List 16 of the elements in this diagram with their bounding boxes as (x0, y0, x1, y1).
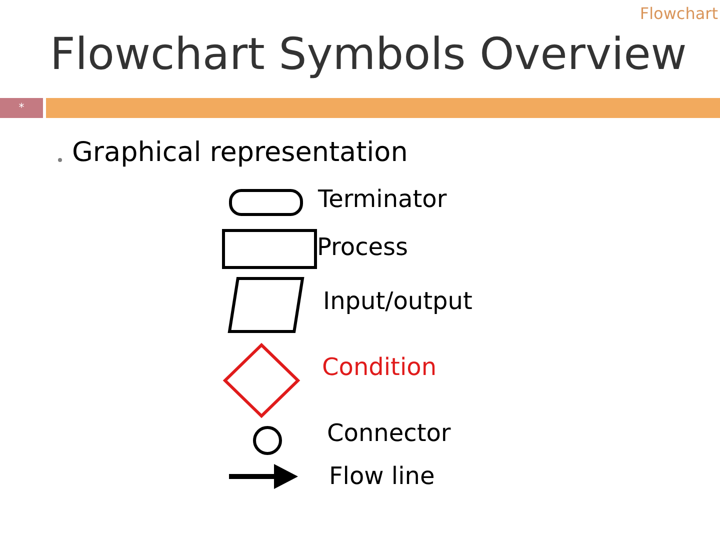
flow-line-arrow (229, 464, 298, 489)
process-box (222, 229, 317, 269)
terminator-shape (229, 189, 303, 216)
symbol-label: Input/output (323, 287, 472, 316)
header-text: Flowchart (640, 4, 718, 24)
symbol-label: Flow line (329, 462, 435, 491)
symbol-label: Connector (327, 419, 451, 448)
slide-number-tab: * (0, 98, 43, 118)
symbol-label: Condition (322, 353, 437, 382)
bullet-text: Graphical representation (72, 137, 408, 170)
slide-title: Flowchart Symbols Overview (50, 29, 687, 82)
connector-circle (253, 426, 282, 455)
symbol-label: Process (317, 233, 408, 262)
input-output-parallelogram (228, 277, 304, 333)
decision-diamond (222, 342, 301, 419)
symbol-label: Terminator (318, 185, 447, 214)
